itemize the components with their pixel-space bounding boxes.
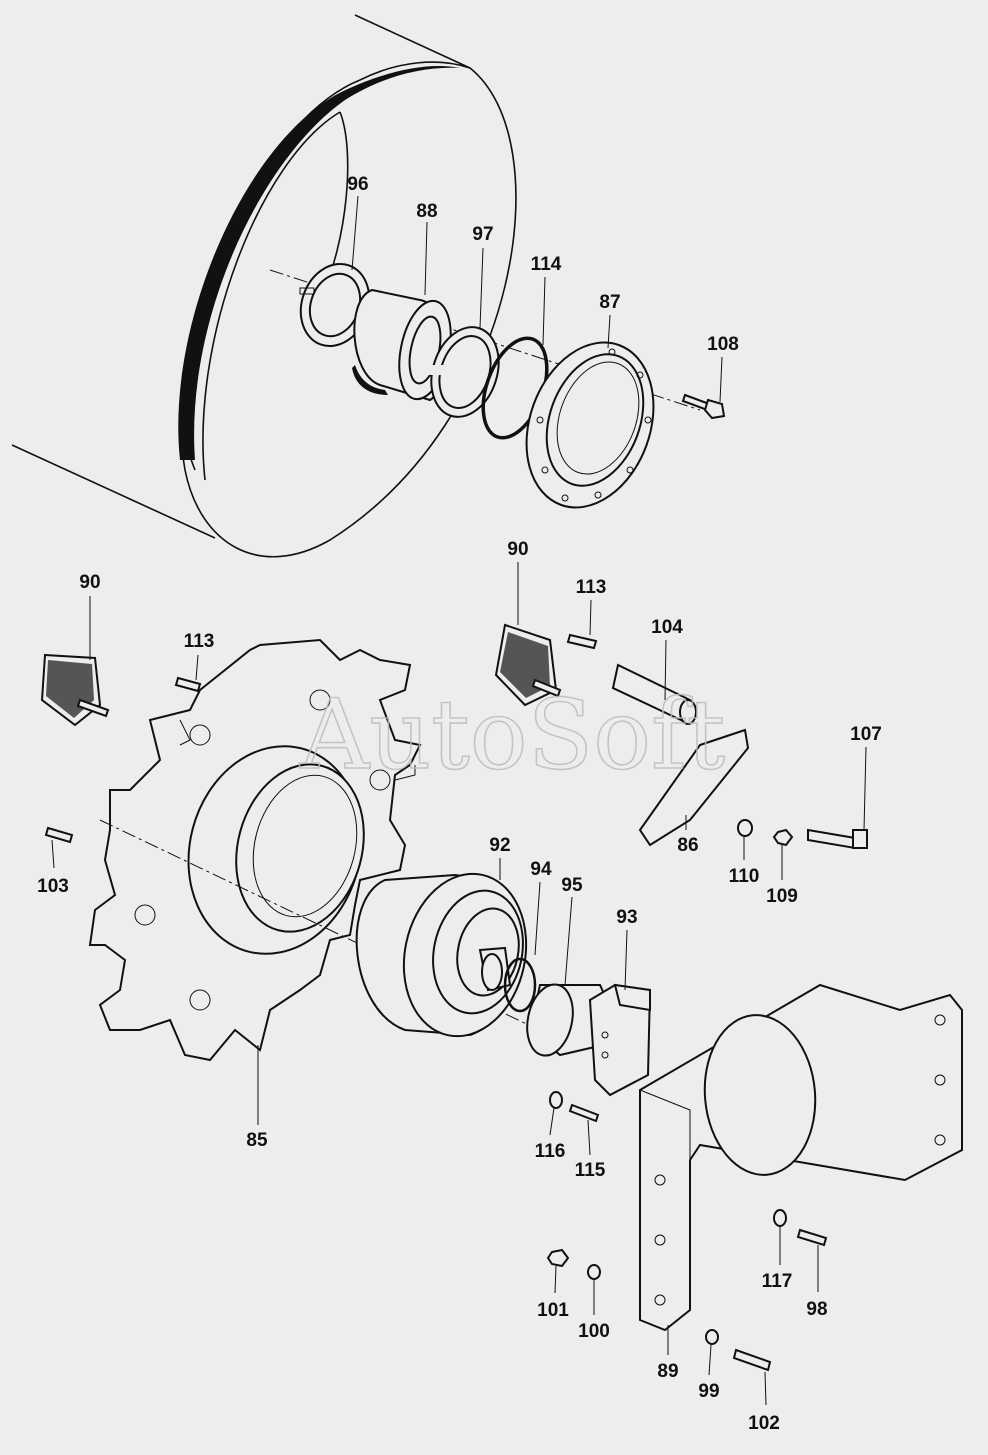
label-90-right: 90 [507,539,528,560]
label-100: 100 [578,1321,610,1342]
gearbox-92 [355,872,528,1038]
bolt-107-head [852,829,868,849]
hydraulic-motor-93 [526,983,652,1097]
label-87: 87 [599,292,620,313]
label-99: 99 [698,1381,719,1402]
label-113-left: 113 [184,631,215,652]
nut-109 [772,828,794,847]
label-94: 94 [530,859,552,880]
label-97: 97 [472,224,493,245]
label-96: 96 [347,174,368,195]
plate-86 [638,728,750,847]
label-98: 98 [806,1299,827,1320]
leader-lines [51,195,867,1406]
label-86: 86 [677,835,698,856]
label-88: 88 [416,201,437,222]
label-116: 116 [535,1141,566,1162]
label-92: 92 [489,835,510,856]
bolt-113-left [174,676,202,693]
split-ring-97 [428,326,500,418]
snap-ring-96 [299,262,371,348]
bolt-102 [732,1348,772,1372]
hub-ring [187,745,365,955]
bolt-115 [568,1103,600,1123]
label-85: 85 [246,1130,268,1151]
label-110: 110 [729,866,760,887]
label-104: 104 [651,617,683,638]
washer-110 [737,819,753,837]
label-95: 95 [561,875,583,896]
bracket-89 [639,983,963,1332]
label-107: 107 [850,724,882,745]
label-103: 103 [37,876,69,897]
part-labels: 96 88 97 114 87 108 90 113 90 113 104 10… [37,174,882,1434]
bolt-98 [796,1228,828,1247]
o-ring-95 [503,957,537,1013]
flange-housing-87 [525,341,655,509]
washer-99 [705,1329,719,1345]
bolt-107 [807,828,856,850]
label-90-left: 90 [79,572,100,593]
label-89: 89 [657,1361,678,1382]
label-113-right: 113 [576,577,607,598]
washer-116 [549,1091,563,1109]
nut-101 [546,1248,570,1268]
label-109: 109 [766,886,798,907]
washer-100 [587,1264,601,1280]
label-102: 102 [748,1413,780,1434]
label-101: 101 [537,1300,569,1321]
bolt-113-right [566,633,598,650]
label-108: 108 [707,334,739,355]
bolt-103 [44,826,74,844]
label-117: 117 [762,1271,793,1292]
label-114: 114 [531,254,562,275]
rubber-mount-90-right [494,623,562,707]
bolt-108 [681,393,726,420]
label-93: 93 [616,907,637,928]
rubber-mount-90-left [40,653,110,727]
watermark: AutoSoft [299,679,725,791]
label-115: 115 [575,1160,606,1181]
pin-104 [611,663,697,725]
washer-117 [773,1209,787,1227]
